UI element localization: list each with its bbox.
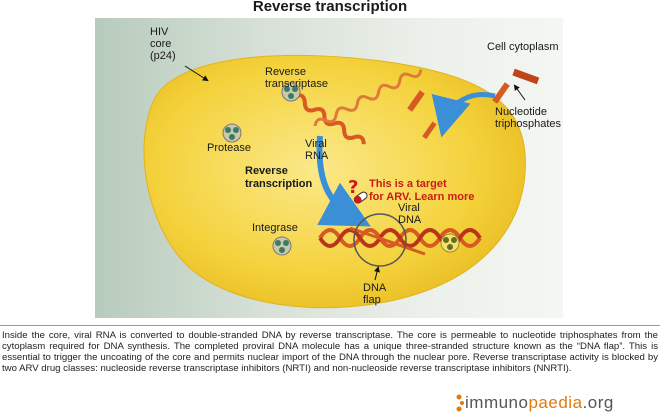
label-line: transcription xyxy=(245,178,313,190)
nucleotide-triphosphates-label: Nucleotide triphosphates xyxy=(495,106,561,130)
svg-text:?: ? xyxy=(348,177,358,198)
integrase-cluster xyxy=(272,236,292,256)
description-text: Inside the core, viral RNA is converted … xyxy=(2,330,658,374)
viral-rna-label: Viral RNA xyxy=(305,138,328,162)
label-line: Viral xyxy=(305,138,327,150)
nucleotide-bar xyxy=(512,68,540,85)
diagram-panel: ? HIV core (p24) Cell cytoplasm Reverse … xyxy=(95,18,563,318)
hiv-core-label-line: HIV xyxy=(150,26,169,38)
reverse-transcriptase-cluster xyxy=(281,82,301,102)
label-line: Reverse xyxy=(265,66,306,78)
nucleotide-bar xyxy=(407,90,425,112)
dna-enzyme-cluster xyxy=(440,233,460,253)
label-line: DNA xyxy=(398,214,422,226)
nucleotide-import-arrow xyxy=(431,92,496,138)
reverse-transcriptase-label: Reverse transcriptase xyxy=(265,66,328,90)
protease-label: Protease xyxy=(207,142,252,154)
viral-dna-label: Viral DNA xyxy=(398,202,421,226)
dna-flap-circle xyxy=(353,213,407,267)
brand-logo[interactable]: immunopaedia.org xyxy=(465,393,614,413)
reverse-transcription-label: Reverse transcription xyxy=(245,165,312,191)
dna-flap-label: DNA flap xyxy=(363,282,386,306)
logo-mark-icon xyxy=(456,394,464,412)
label-line: for ARV. Learn more xyxy=(369,191,475,203)
label-line: This is a target xyxy=(369,178,447,190)
hiv-core-label-line: core xyxy=(150,38,172,50)
diagram-graphic: ? xyxy=(143,54,540,309)
label-line: DNA xyxy=(363,282,387,294)
arv-target-link[interactable]: This is a target for ARV. Learn more xyxy=(369,178,474,204)
integrase-label: Integrase xyxy=(252,222,298,234)
diagram-title: Reverse transcription xyxy=(252,0,408,15)
label-line: Nucleotide xyxy=(495,106,547,118)
logo-part: .org xyxy=(582,393,614,412)
label-line: Viral xyxy=(398,202,420,214)
cell-cytoplasm-label: Cell cytoplasm xyxy=(487,41,559,53)
question-pill-icon: ? xyxy=(348,177,368,204)
protease-cluster xyxy=(222,123,242,143)
logo-part: immuno xyxy=(465,393,529,412)
viral-rna-strand xyxy=(294,93,366,145)
hiv-core-label-line: (p24) xyxy=(150,50,176,62)
logo-part: paedia xyxy=(528,393,583,412)
divider xyxy=(0,325,660,326)
label-line: triphosphates xyxy=(495,118,562,130)
label-line: RNA xyxy=(305,150,329,162)
hiv-core-label: HIV core (p24) xyxy=(150,26,176,62)
nucleotide-bar xyxy=(492,82,510,104)
label-line: Reverse xyxy=(245,165,288,177)
label-line: transcriptase xyxy=(265,78,328,90)
label-line: flap xyxy=(363,294,381,306)
transcription-arrow xyxy=(316,135,371,227)
